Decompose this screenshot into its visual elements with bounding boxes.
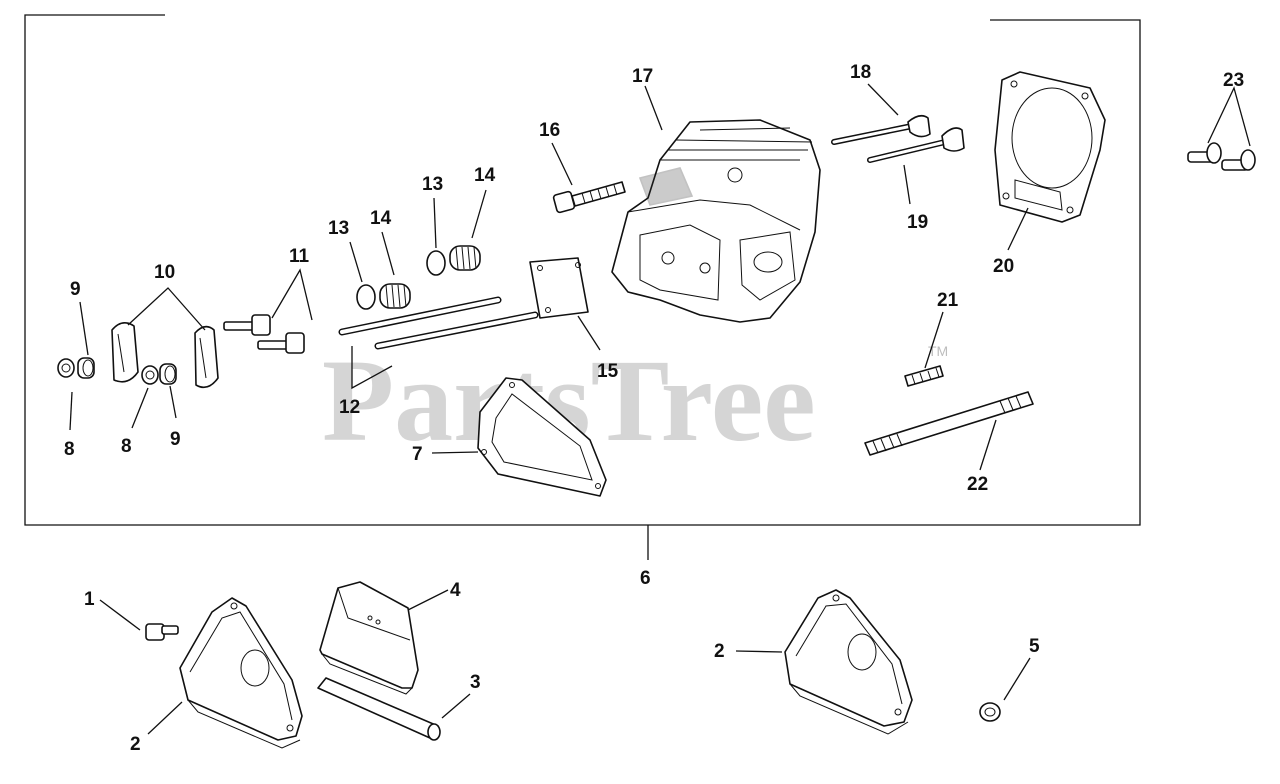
- nut-8-left: [57, 358, 75, 378]
- callout-22: 22: [967, 474, 988, 495]
- assembly-frame: [24, 14, 1141, 560]
- leader-lines: [69, 83, 1251, 735]
- callout-23: 23: [1223, 70, 1244, 91]
- callout-7: 7: [412, 444, 423, 465]
- tube-3: [317, 677, 441, 741]
- collar-9-left: [77, 357, 95, 379]
- rocker-arm-10-left: [111, 322, 139, 383]
- valve-19: [867, 127, 965, 163]
- callout-15: 15: [597, 361, 619, 382]
- callout-18: 18: [850, 62, 871, 83]
- stud-22: [864, 391, 1034, 456]
- screw-1: [145, 623, 179, 641]
- cylinder-head-17: [611, 119, 821, 323]
- callout-4: 4: [450, 580, 461, 601]
- callout-14-right: 14: [474, 165, 496, 186]
- spring-14-left: [379, 283, 411, 309]
- watermark-tm: TM: [928, 343, 948, 359]
- callout-13-left: 13: [328, 218, 349, 239]
- collar-9-mid: [159, 363, 177, 385]
- callout-13-right: 13: [422, 174, 443, 195]
- valve-cover-2-left: [179, 597, 303, 749]
- callout-9-mid: 9: [170, 429, 181, 450]
- callout-3: 3: [470, 672, 481, 693]
- rocker-arm-10-right: [194, 325, 219, 389]
- callout-12: 12: [339, 397, 360, 418]
- retainer-13-right: [426, 250, 446, 276]
- callout-19: 19: [907, 212, 928, 233]
- callout-1: 1: [84, 589, 95, 610]
- callout-8-left: 8: [64, 439, 75, 460]
- callout-17: 17: [632, 66, 653, 87]
- callout-21: 21: [937, 290, 959, 311]
- callout-14-left: 14: [370, 208, 392, 229]
- plate-15: [529, 257, 589, 319]
- callout-10: 10: [154, 262, 175, 283]
- valve-18: [831, 114, 931, 145]
- stud-11-upper: [223, 314, 271, 336]
- callout-16: 16: [539, 120, 560, 141]
- spring-14-right: [449, 245, 481, 271]
- filter-4: [319, 581, 419, 695]
- head-gasket-20: [994, 71, 1106, 223]
- nut-8-mid: [141, 365, 159, 385]
- callout-20: 20: [993, 256, 1014, 277]
- nut-5: [979, 702, 1001, 722]
- valve-cover-2-right: [784, 589, 913, 735]
- callout-9-left: 9: [70, 279, 81, 300]
- callout-2-right: 2: [714, 641, 725, 662]
- dowel-pins-23: [1187, 142, 1256, 171]
- gasket-7: [477, 377, 607, 497]
- stud-11-lower: [257, 332, 305, 354]
- callout-8-mid: 8: [121, 436, 132, 457]
- callout-2-left: 2: [130, 734, 141, 755]
- callout-11: 11: [289, 246, 310, 267]
- callout-6: 6: [640, 568, 651, 589]
- stud-21: [904, 365, 944, 387]
- bolt-16: [552, 181, 626, 214]
- callout-5: 5: [1029, 636, 1040, 657]
- callout-labels: 1 2 2 3 4 5 6 7 8 8 9 9 10 11 12 13 13 1…: [64, 62, 1244, 755]
- retainer-13-left: [356, 284, 376, 310]
- push-rods-12: [338, 296, 539, 350]
